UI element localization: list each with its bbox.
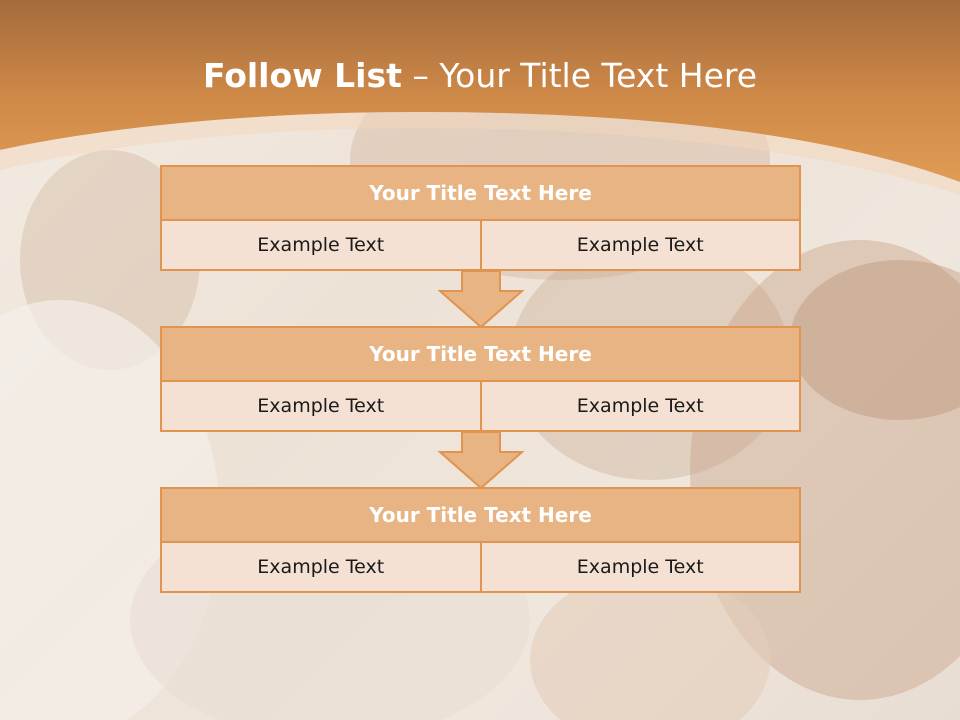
block-row: Example Text Example Text bbox=[160, 382, 801, 432]
title-bold: Follow List bbox=[202, 56, 402, 95]
list-block-2: Your Title Text Here Example Text Exampl… bbox=[160, 326, 801, 432]
block-cell-left: Example Text bbox=[160, 382, 482, 432]
down-arrow-icon bbox=[438, 271, 524, 329]
list-block-1: Your Title Text Here Example Text Exampl… bbox=[160, 165, 801, 271]
block-title: Your Title Text Here bbox=[160, 165, 801, 221]
block-row: Example Text Example Text bbox=[160, 221, 801, 271]
block-cell-right: Example Text bbox=[479, 543, 801, 593]
block-cell-left: Example Text bbox=[160, 221, 482, 271]
block-title: Your Title Text Here bbox=[160, 326, 801, 382]
list-block-3: Your Title Text Here Example Text Exampl… bbox=[160, 487, 801, 593]
block-cell-right: Example Text bbox=[479, 382, 801, 432]
block-row: Example Text Example Text bbox=[160, 543, 801, 593]
header-band bbox=[0, 0, 960, 195]
title-rest: – Your Title Text Here bbox=[401, 56, 758, 95]
slide-title: Follow List – Your Title Text Here bbox=[0, 52, 960, 100]
down-arrow-icon bbox=[438, 432, 524, 490]
block-cell-right: Example Text bbox=[479, 221, 801, 271]
block-title: Your Title Text Here bbox=[160, 487, 801, 543]
block-cell-left: Example Text bbox=[160, 543, 482, 593]
